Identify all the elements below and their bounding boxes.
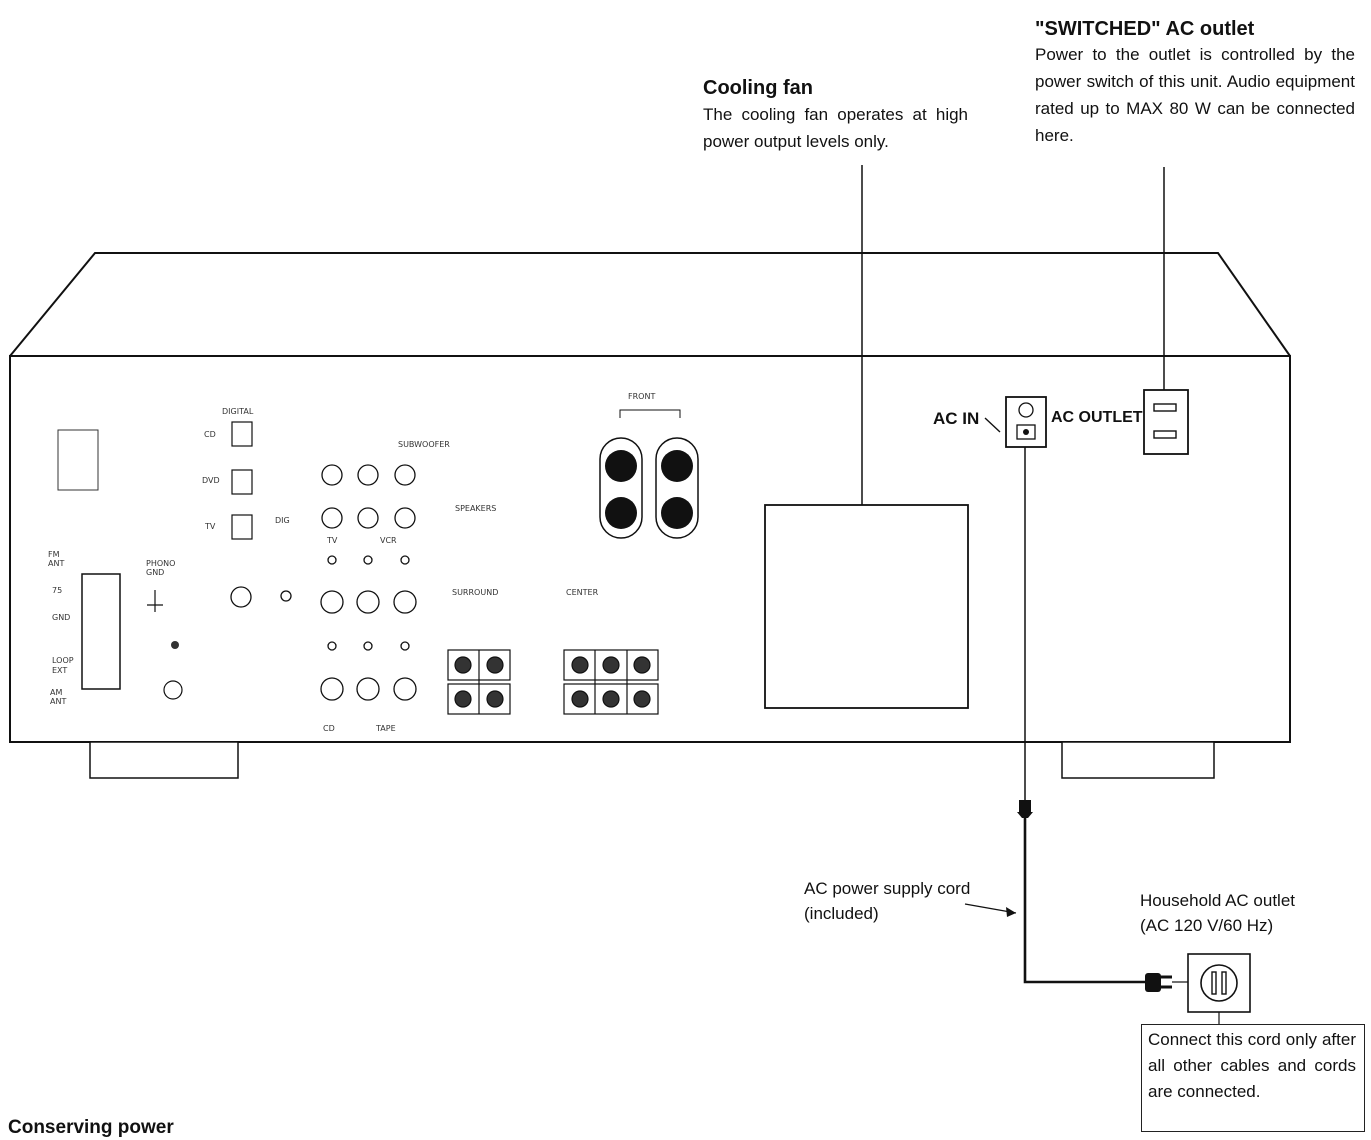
ac-in-label: AC IN [933, 409, 980, 428]
switched-outlet-description: Power to the outlet is controlled by the… [1035, 45, 1355, 145]
center-terminals [563, 649, 659, 715]
tv-digital-label: TV [205, 522, 216, 531]
digital-label: DIGITAL [222, 407, 254, 416]
rca-jacks [230, 464, 417, 701]
household-outlet-label: Household AC outlet (AC 120 V/60 Hz) [1140, 888, 1295, 938]
tv-jack-label: TV [327, 536, 338, 545]
ac-in-arrow [984, 417, 1001, 433]
dvd-label: DVD [202, 476, 220, 485]
subwoofer-label: SUBWOOFER [398, 440, 450, 449]
power-cord-label: AC power supply cord (included) [804, 876, 970, 926]
vcr-label: VCR [380, 536, 397, 545]
cooling-fan-grille [764, 504, 969, 709]
fm-ant-label: FM ANT [48, 550, 65, 568]
household-outlet-label-line1: Household AC outlet [1140, 891, 1295, 910]
digital-optical-dvd [231, 469, 253, 495]
am-loop-connector [57, 429, 99, 491]
foot-right [1061, 741, 1215, 779]
switched-outlet-title: "SWITCHED" AC outlet [1035, 18, 1255, 40]
cd-jack-label: CD [323, 724, 335, 733]
cooling-fan-title: Cooling fan [703, 77, 813, 99]
surround-terminals [447, 649, 511, 715]
power-cord [1017, 447, 1172, 992]
ac-outlet-socket [1143, 389, 1189, 455]
speakers-label: SPEAKERS [455, 504, 497, 513]
cd-digital-label: CD [204, 430, 216, 439]
unit-top-cover [9, 252, 1291, 357]
antenna-terminal-block [81, 573, 121, 690]
power-cord-label-line1: AC power supply cord [804, 879, 971, 898]
household-outlet-label-line2: (AC 120 V/60 Hz) [1140, 916, 1274, 935]
am-ant-label: AM ANT [50, 688, 67, 706]
center-label: CENTER [566, 588, 599, 597]
dig-label: DIG [275, 516, 290, 525]
conserving-power-heading: Conserving power [8, 1117, 174, 1138]
phono-gnd-label: PHONO GND [146, 559, 176, 577]
ant-75-label: 75 [52, 586, 63, 595]
power-cord-label-line2: (included) [804, 904, 879, 923]
cooling-fan-description: The cooling fan operates at high power o… [703, 105, 968, 151]
gnd-label: GND [52, 613, 71, 622]
loop-ext-label: LOOP EXT [52, 656, 74, 675]
household-outlet [1172, 953, 1251, 1013]
am-ant-screw [163, 680, 183, 700]
front-label: FRONT [628, 392, 656, 401]
phono-ground-symbol [147, 590, 163, 612]
surround-label: SURROUND [452, 588, 499, 597]
foot-left [89, 741, 239, 779]
digital-optical-tv [231, 514, 253, 540]
connection-note: Connect this cord only after all other c… [1141, 1024, 1365, 1132]
gnd-screw [171, 641, 179, 649]
ac-outlet-label: AC OUTLET [1051, 409, 1143, 426]
tape-label: TAPE [376, 724, 396, 733]
digital-coax-cd [231, 421, 253, 447]
front-speaker-terminals [599, 409, 699, 539]
